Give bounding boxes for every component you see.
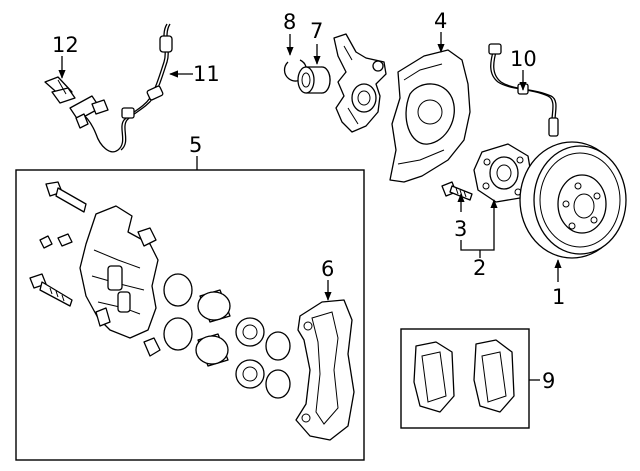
caliper-kit-box [15, 169, 365, 461]
callout-labels: 12 11 8 7 4 10 5 6 3 2 1 9 [52, 9, 565, 393]
callout-2: 2 [473, 256, 486, 280]
pistons-part [195, 289, 231, 367]
brake-pads-part [413, 339, 515, 413]
callout-12: 12 [52, 33, 79, 57]
callout-11: 11 [193, 62, 220, 86]
callout-8: 8 [283, 10, 296, 34]
brake-hose-part [488, 43, 559, 137]
callout-5: 5 [189, 133, 202, 157]
clip-part [44, 76, 76, 104]
callout-10: 10 [510, 47, 537, 71]
piston-seals-part [163, 273, 193, 351]
callout-3: 3 [454, 217, 467, 241]
steering-knuckle-part [333, 33, 387, 133]
wheel-bearing-part [297, 66, 331, 94]
snap-ring-part [283, 59, 308, 82]
callout-6: 6 [321, 257, 334, 281]
callout-4: 4 [434, 9, 447, 33]
hub-part [473, 143, 533, 203]
piston-boots-part [235, 317, 291, 399]
callout-7: 7 [310, 19, 323, 43]
caliper-bolt-upper-part [45, 181, 87, 213]
caliper-body-part [79, 205, 161, 357]
brake-pads-box [400, 328, 530, 429]
bleeder-screw-part [39, 233, 73, 249]
callout-1: 1 [552, 285, 565, 309]
caliper-bracket-part [295, 299, 355, 441]
leader-lines [58, 32, 562, 381]
wheel-stud-part [441, 181, 473, 201]
caliper-bolt-lower-part [29, 273, 73, 307]
brake-rotor-part [519, 141, 627, 259]
splash-shield-part [389, 49, 471, 183]
wheel-speed-sensor-part [69, 23, 173, 153]
callout-9: 9 [542, 369, 555, 393]
